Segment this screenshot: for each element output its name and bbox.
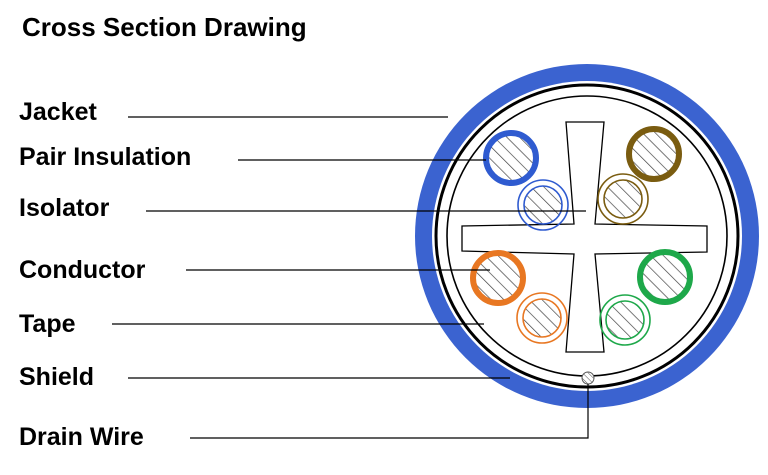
label-isolator: Isolator — [19, 194, 110, 222]
label-drain-wire: Drain Wire — [19, 423, 144, 451]
label-jacket: Jacket — [19, 98, 97, 126]
shield-ring — [434, 83, 740, 389]
label-tape: Tape — [19, 310, 76, 338]
blue-pair-insulation — [483, 130, 539, 186]
blue-pair-conductor-outer — [517, 179, 569, 231]
isolator-cross — [461, 121, 708, 353]
brown-pair-conductor-outer — [597, 173, 649, 225]
diagram-title: Cross Section Drawing — [22, 12, 307, 42]
drain-wire — [581, 371, 595, 385]
green-pair-insulation — [637, 249, 693, 305]
label-conductor: Conductor — [19, 256, 146, 284]
label-shield: Shield — [19, 363, 95, 391]
leader-drain-wire — [190, 384, 589, 439]
blue-pair-conductor — [523, 185, 563, 225]
brown-pair-insulation — [626, 126, 682, 182]
green-pair-conductor — [605, 300, 645, 340]
brown-pair-conductor — [603, 179, 643, 219]
green-pair-conductor-outer — [599, 294, 651, 346]
label-pair-insulation: Pair Insulation — [19, 143, 192, 171]
orange-pair-insulation — [470, 250, 526, 306]
orange-pair-conductor — [522, 298, 562, 338]
orange-pair-conductor-outer — [516, 292, 568, 344]
